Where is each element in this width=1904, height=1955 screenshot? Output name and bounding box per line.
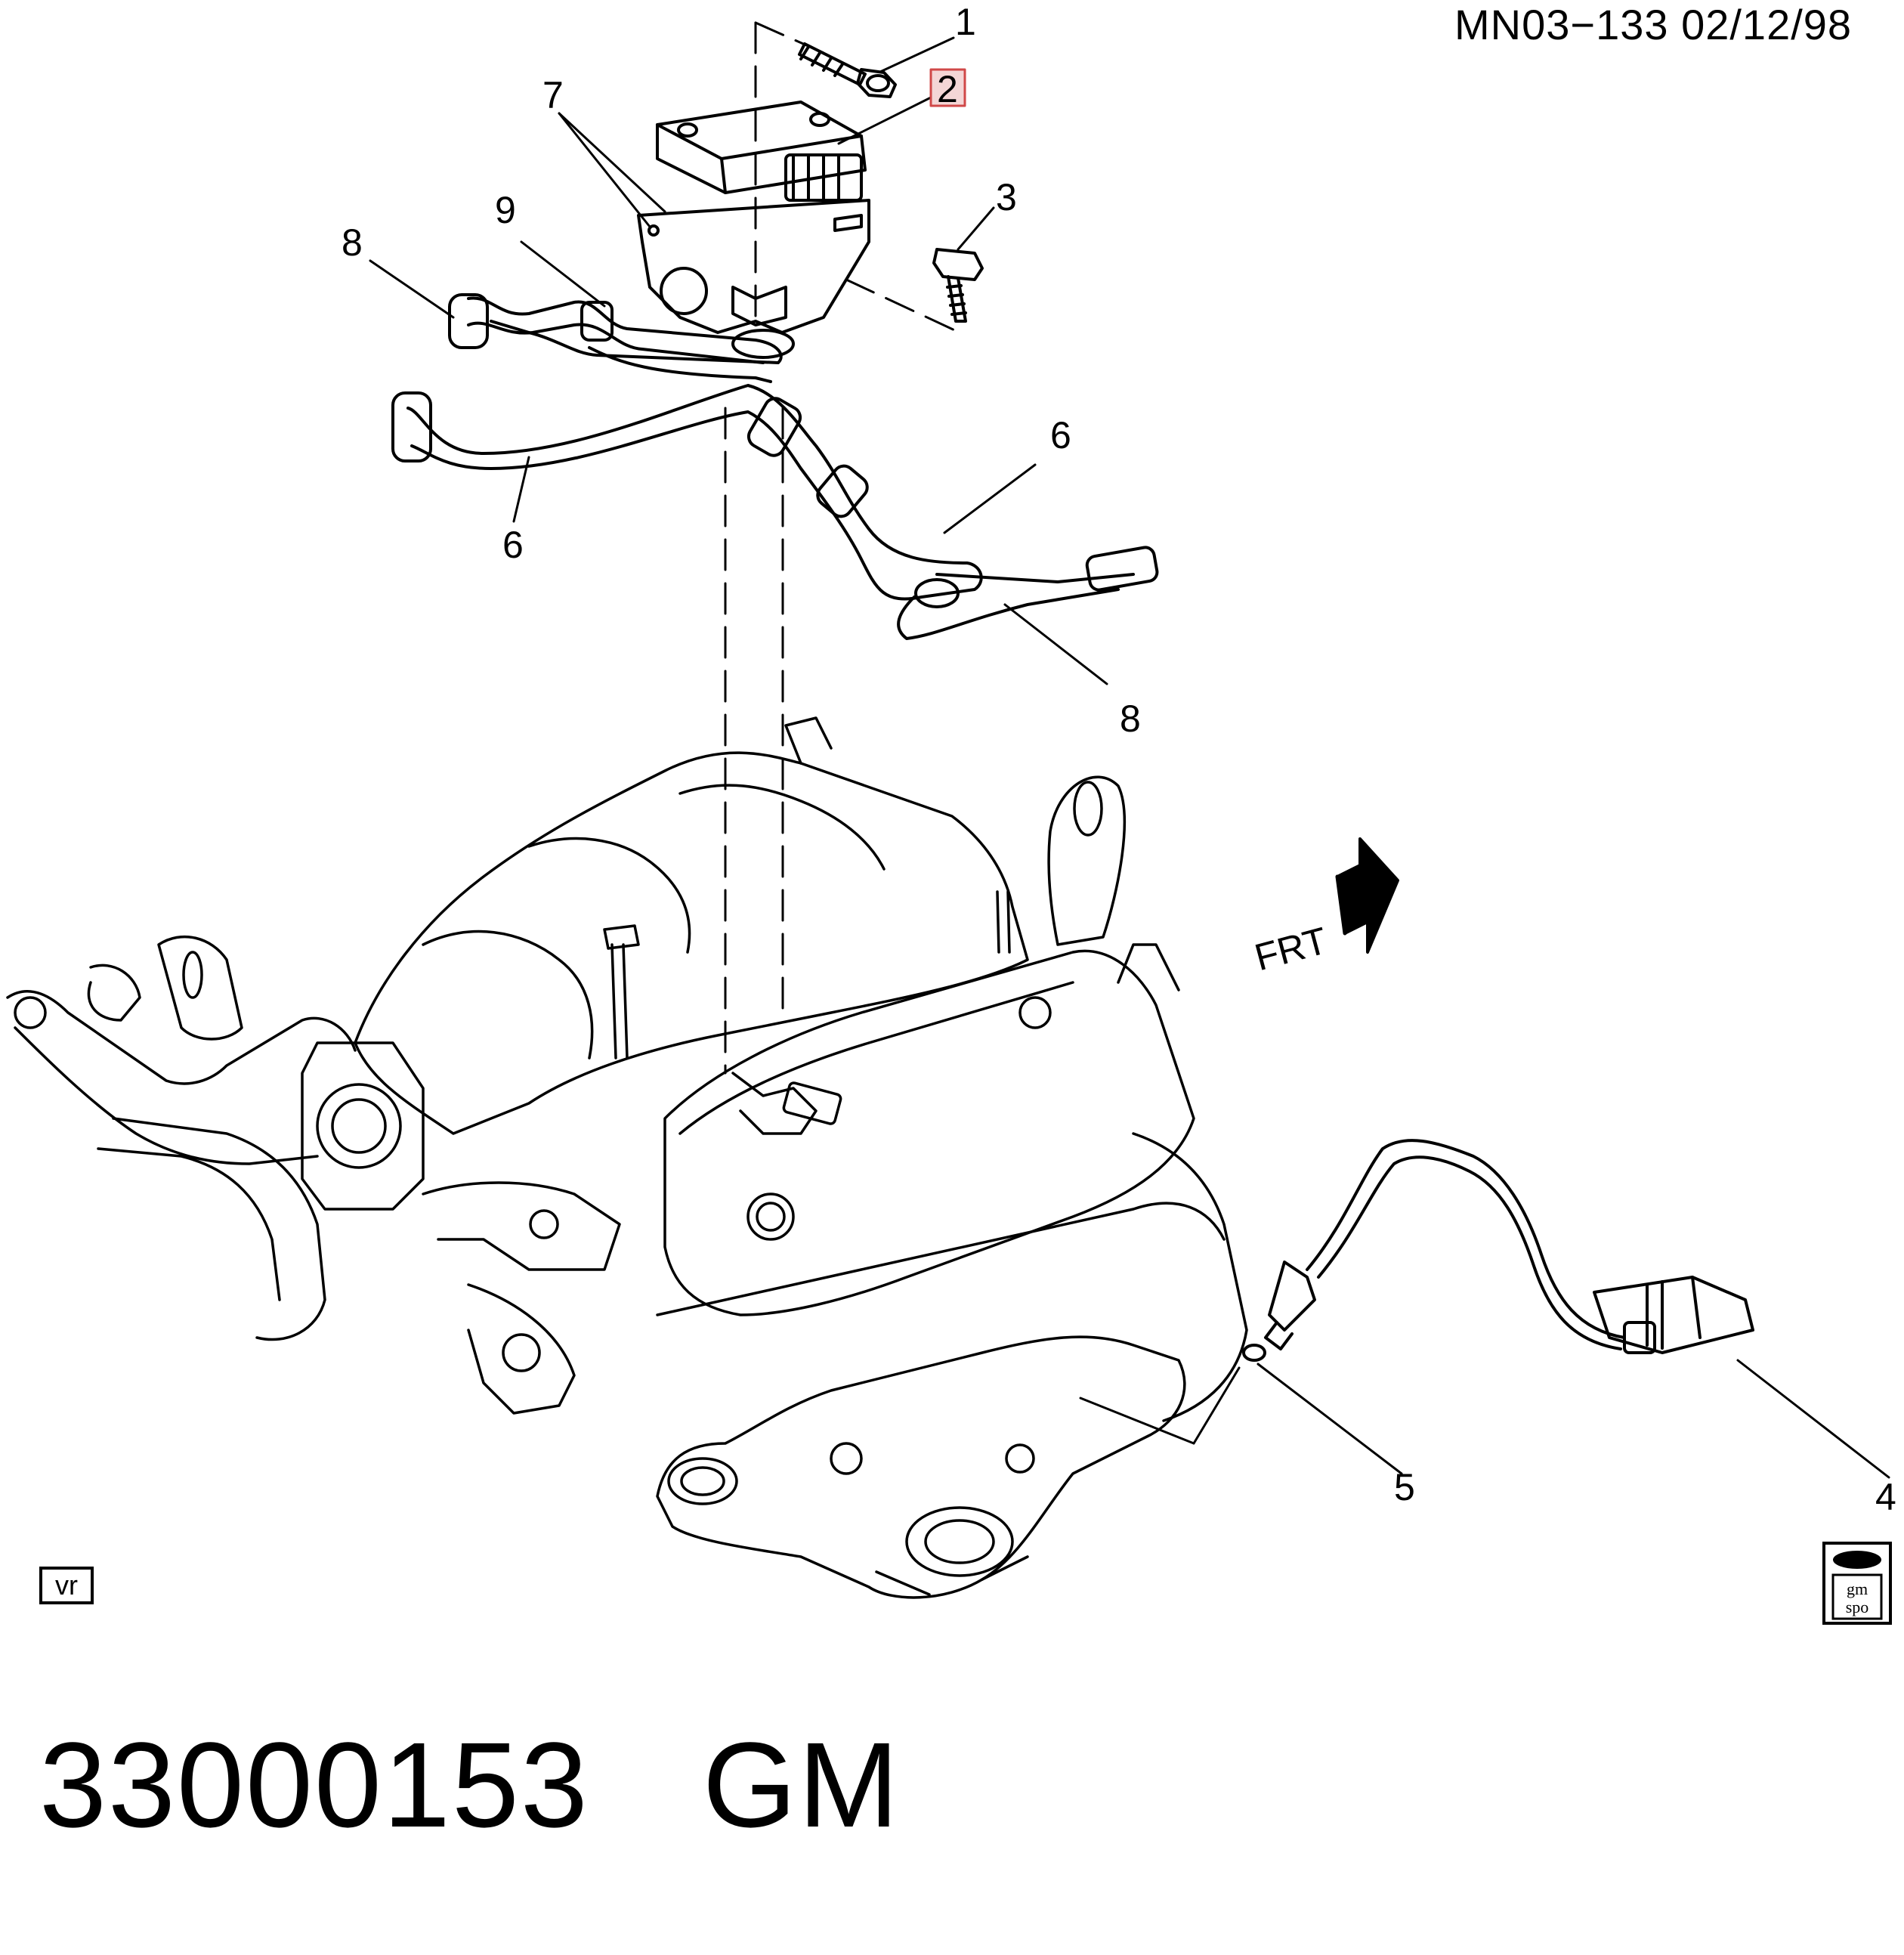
callout-7: 7 bbox=[542, 74, 564, 116]
wiring-harness[interactable] bbox=[391, 293, 1159, 640]
corner-tag: vr bbox=[39, 1567, 94, 1604]
bolt-1[interactable] bbox=[798, 42, 897, 98]
logo-line-1: gm bbox=[1847, 1579, 1868, 1598]
callout-4: 4 bbox=[1875, 1476, 1896, 1518]
leader-lines bbox=[369, 36, 1890, 1479]
callout-1: 1 bbox=[955, 1, 976, 43]
callout-8-right: 8 bbox=[1120, 698, 1141, 740]
engine-assembly bbox=[6, 716, 1248, 1599]
gasket-5[interactable] bbox=[1242, 1344, 1266, 1362]
front-label: FRT bbox=[1250, 919, 1332, 979]
callout-6-right: 6 bbox=[1050, 414, 1071, 456]
callout-3: 3 bbox=[996, 176, 1017, 218]
front-direction-arrow bbox=[1335, 837, 1399, 954]
ignition-control-module-2[interactable] bbox=[656, 101, 867, 202]
callout-6-left: 6 bbox=[502, 524, 524, 566]
brand-name: GM bbox=[702, 1717, 901, 1852]
part-number: 33000153 bbox=[39, 1717, 589, 1852]
logo-line-2: spo bbox=[1846, 1598, 1869, 1616]
callout-2-highlight bbox=[929, 68, 966, 107]
bracket-7[interactable] bbox=[637, 199, 870, 334]
diagram-id: MN03−133 02/12/98 bbox=[1454, 1, 1853, 48]
oxygen-sensor-4[interactable] bbox=[1264, 1139, 1754, 1354]
callout-9: 9 bbox=[495, 189, 516, 231]
footer-part-number: 33000153 GM bbox=[39, 1715, 901, 1854]
gm-spo-logo: gm spo bbox=[1822, 1542, 1892, 1625]
callout-8-left: 8 bbox=[342, 221, 363, 264]
callout-labels: 1 2 3 4 5 6 6 7 8 8 9 FRT bbox=[342, 1, 1896, 1518]
bolt-3[interactable] bbox=[932, 248, 984, 323]
exploded-view-drawing: 1 2 3 4 5 6 6 7 8 8 9 FRT bbox=[6, 1, 1896, 1599]
callout-2: 2 bbox=[937, 68, 958, 110]
callout-5: 5 bbox=[1394, 1466, 1415, 1508]
alignment-lines bbox=[724, 21, 961, 1075]
